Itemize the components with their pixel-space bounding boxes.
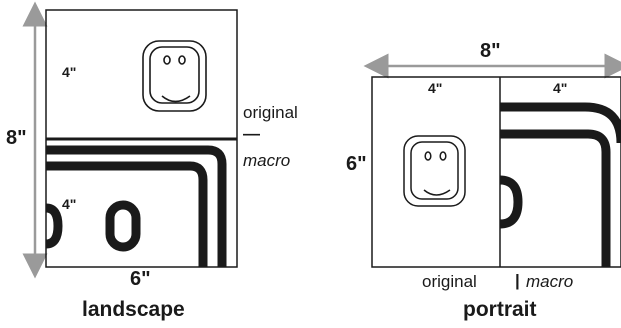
landscape-width-label: 6" [130,268,151,290]
landscape-macro-label: macro [243,151,291,170]
landscape-original-label: original [243,103,298,122]
portrait-left-half-label: 4" [428,80,443,96]
portrait-macro-detail [499,102,621,267]
landscape-caption: landscape [82,298,185,321]
portrait-original-label: original [422,272,477,291]
portrait-macro-label: macro [526,272,574,291]
landscape-bottom-half-label: 4" [62,196,77,212]
landscape-top-half-label: 4" [62,64,77,80]
macro-detail [45,145,227,267]
portrait-separator-label: | [515,271,520,290]
landscape-frame [45,9,238,268]
landscape-height-label: 8" [6,127,27,149]
portrait-height-label: 6" [346,153,367,175]
face-icon-small [403,135,466,207]
landscape-divider-label: — [243,124,260,143]
portrait-width-label: 8" [480,40,501,62]
face-icon [142,40,207,112]
portrait-caption: portrait [463,298,537,321]
portrait-right-half-label: 4" [553,80,568,96]
